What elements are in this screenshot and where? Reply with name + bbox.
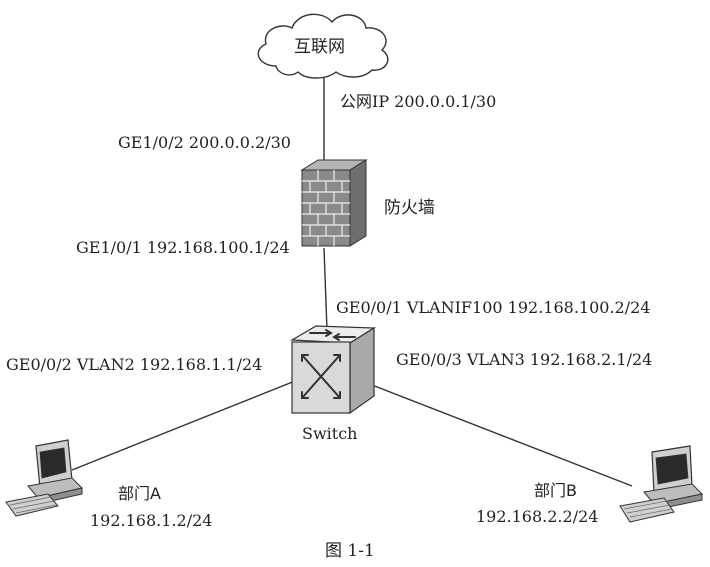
link-switch-dept-a bbox=[71, 380, 296, 471]
internet-label: 互联网 bbox=[294, 37, 345, 57]
link-firewall-switch bbox=[323, 247, 328, 331]
firewall-downlink-port-label: GE1/0/1 192.168.100.1/24 bbox=[76, 238, 290, 257]
switch-port-a-label: GE0/0/2 VLAN2 192.168.1.1/24 bbox=[6, 355, 263, 374]
dept-a-ip-label: 192.168.1.2/24 bbox=[90, 511, 213, 530]
cloud-icon bbox=[257, 13, 389, 79]
public-ip-label: 公网IP 200.0.0.1/30 bbox=[340, 92, 497, 111]
dept-a-label: 部门A bbox=[118, 484, 161, 503]
switch-port-b-label: GE0/0/3 VLAN3 192.168.2.1/24 bbox=[396, 350, 653, 369]
dept-b-label: 部门B bbox=[534, 481, 577, 500]
connection-lines bbox=[71, 72, 633, 487]
firewall-icon bbox=[300, 159, 368, 247]
switch-label: Switch bbox=[302, 424, 358, 443]
firewall-uplink-port-label: GE1/0/2 200.0.0.2/30 bbox=[118, 133, 291, 152]
dept-b-ip-label: 192.168.2.2/24 bbox=[476, 507, 599, 526]
figure-caption: 图 1-1 bbox=[325, 541, 375, 561]
firewall-label: 防火墙 bbox=[384, 198, 435, 218]
link-switch-dept-b bbox=[371, 384, 633, 487]
switch-uplink-port-label: GE0/0/1 VLANIF100 192.168.100.2/24 bbox=[336, 298, 651, 317]
computer-icon bbox=[5, 439, 83, 517]
switch-icon bbox=[289, 325, 376, 415]
computer-icon bbox=[619, 445, 704, 523]
